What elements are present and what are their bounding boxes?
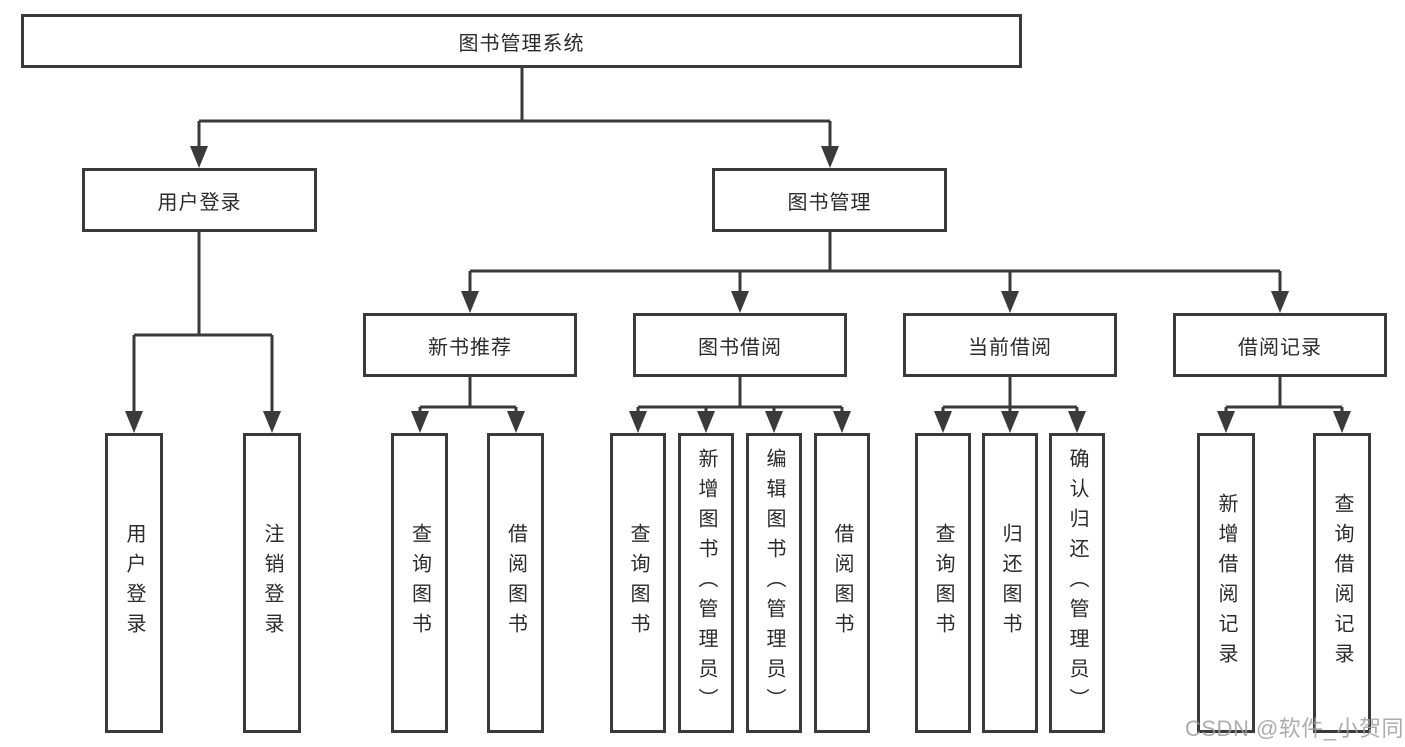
node-label: 图书管理 <box>787 191 872 214</box>
node-borrow-records: 借阅记录 <box>1173 313 1387 377</box>
node-label: 当前借阅 <box>968 336 1052 359</box>
node-new-book-recommend: 新书推荐 <box>363 313 577 377</box>
leaf-borrow-books-1: 借阅图书 <box>487 433 544 733</box>
node-label: 查询图书 <box>408 523 431 643</box>
node-label: 查询图书 <box>627 523 649 643</box>
node-label: 编辑图书（管理员） <box>763 448 785 718</box>
leaf-add-borrow-record: 新增借阅记录 <box>1197 433 1255 733</box>
node-current-borrow: 当前借阅 <box>903 313 1117 377</box>
node-label: 新增图书（管理员） <box>695 448 717 718</box>
leaf-return-books: 归还图书 <box>982 433 1038 733</box>
leaf-query-books-3: 查询图书 <box>915 433 971 733</box>
node-label: 确认归还（管理员） <box>1066 448 1088 718</box>
node-book-borrow: 图书借阅 <box>633 313 847 377</box>
csdn-watermark: CSDN @软件_小贺同学 <box>1185 716 1405 741</box>
node-system-root: 图书管理系统 <box>21 14 1022 68</box>
node-label: 新书推荐 <box>428 336 512 359</box>
node-user-login: 用户登录 <box>82 168 317 232</box>
node-label: 借阅图书 <box>504 523 527 643</box>
leaf-edit-books-admin: 编辑图书（管理员） <box>746 433 802 733</box>
node-label: 用户登录 <box>123 523 145 643</box>
node-book-management: 图书管理 <box>712 168 947 232</box>
node-label: 查询借阅记录 <box>1331 493 1353 673</box>
node-label: 用户登录 <box>157 191 242 214</box>
node-label: 图书借阅 <box>698 336 782 359</box>
leaf-confirm-return-admin: 确认归还（管理员） <box>1049 433 1105 733</box>
leaf-query-books-2: 查询图书 <box>610 433 666 733</box>
node-label: 查询图书 <box>932 523 954 643</box>
node-label: 归还图书 <box>999 523 1021 643</box>
leaf-logout: 注销登录 <box>243 433 301 733</box>
node-label: 借阅记录 <box>1238 336 1322 359</box>
node-label: 注销登录 <box>261 523 283 643</box>
leaf-query-borrow-record: 查询借阅记录 <box>1313 433 1371 733</box>
node-label: 借阅图书 <box>831 523 853 643</box>
leaf-query-books-1: 查询图书 <box>391 433 448 733</box>
leaf-user-login: 用户登录 <box>105 433 163 733</box>
leaf-add-books-admin: 新增图书（管理员） <box>678 433 734 733</box>
leaf-borrow-books-2: 借阅图书 <box>814 433 870 733</box>
node-label: 图书管理系统 <box>458 32 585 55</box>
node-label: 新增借阅记录 <box>1215 493 1237 673</box>
